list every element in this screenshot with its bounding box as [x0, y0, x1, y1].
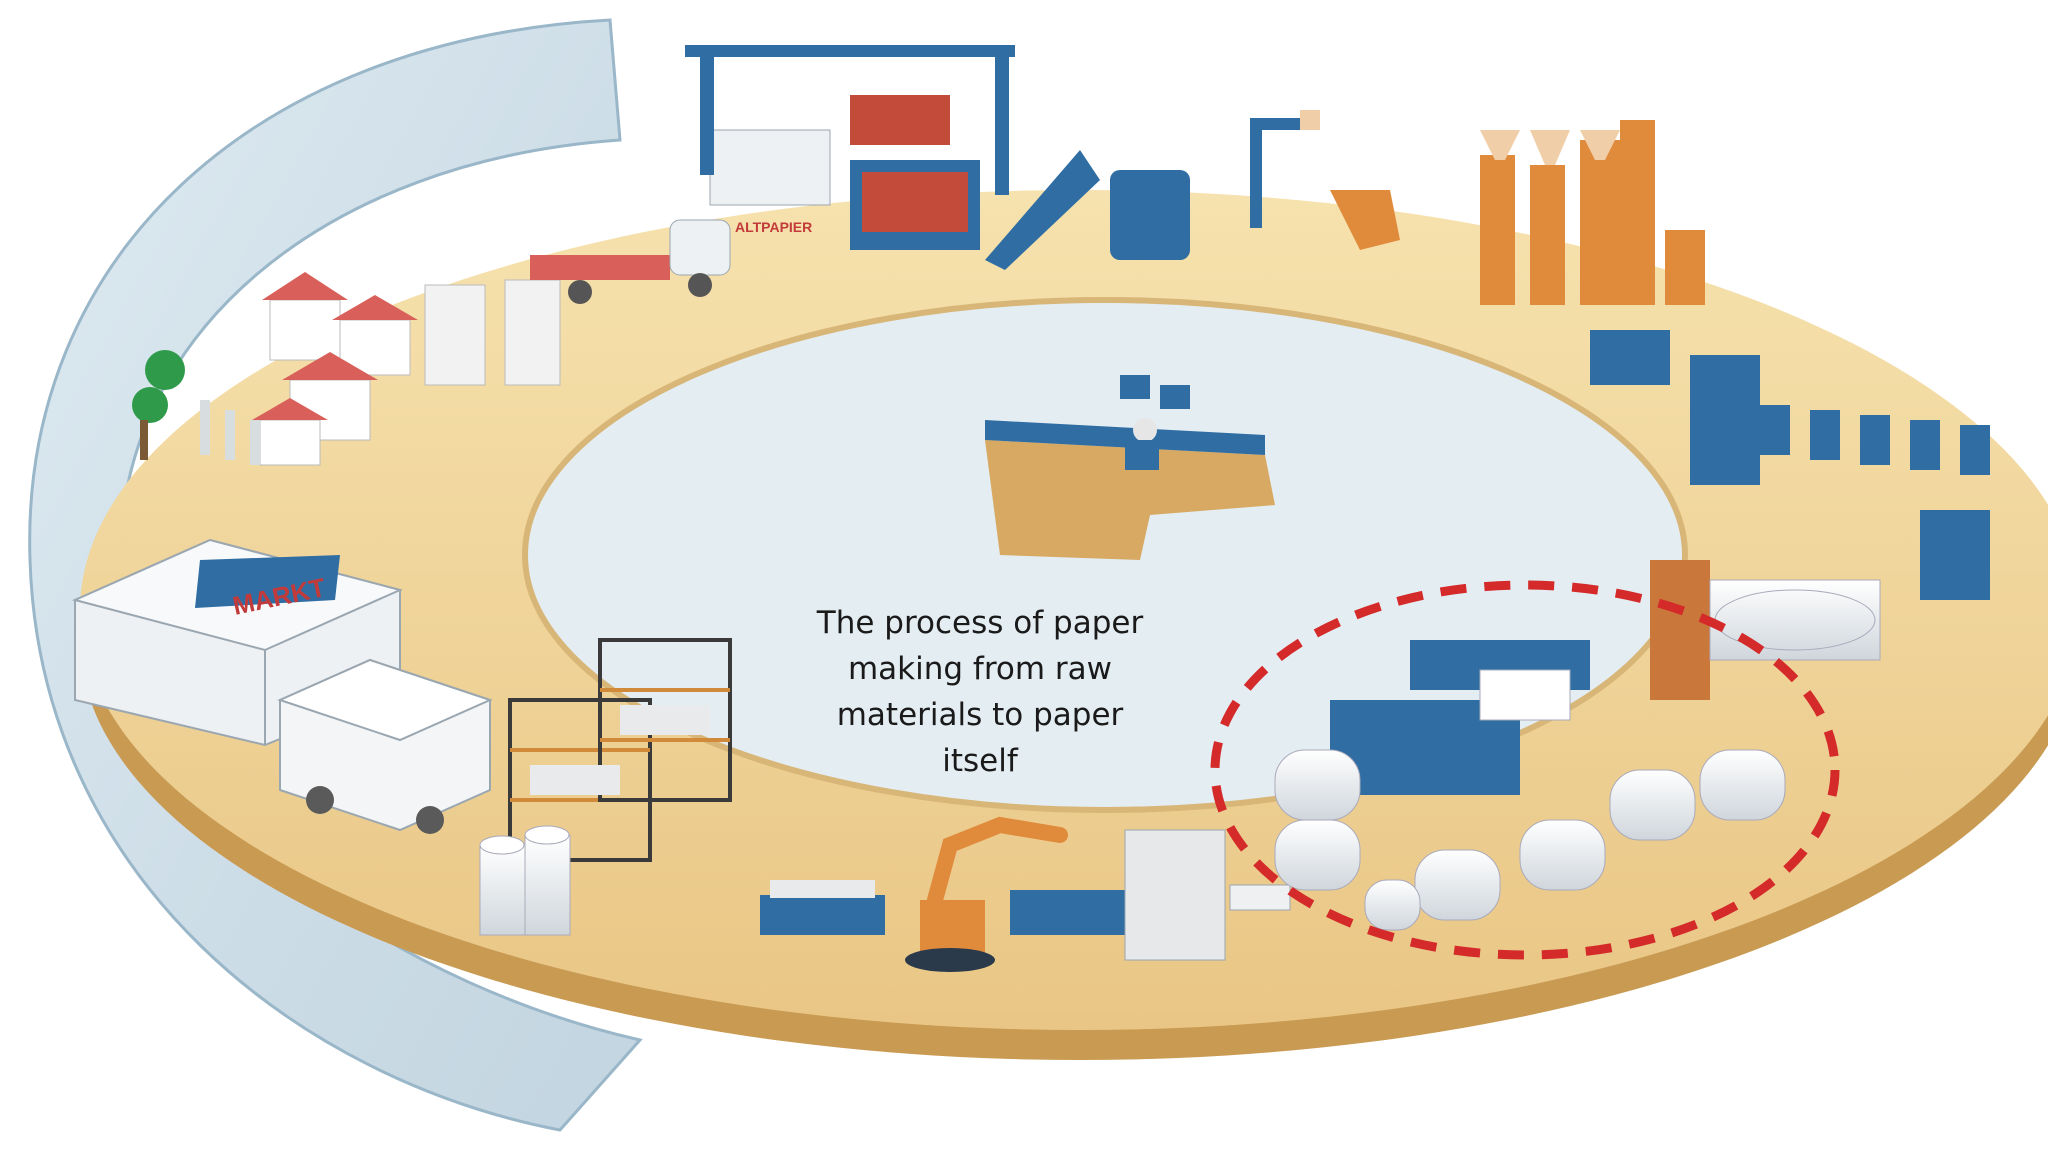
recycling-sign: ALTPAPIER [735, 219, 812, 235]
winder-section [1274, 640, 1786, 931]
highlight-dashed-circle [1210, 580, 1840, 960]
caption-line: itself [942, 743, 1018, 779]
packaging-line [760, 816, 1291, 972]
town-houses [132, 272, 561, 466]
paper-reels-left [479, 825, 571, 936]
bale-crane [685, 45, 1015, 250]
caption-line: The process of paper [816, 605, 1144, 641]
press-section [1590, 330, 1990, 600]
stock-tanks [1480, 120, 1705, 305]
control-desk [985, 375, 1275, 560]
diagram-caption: The process of paper making from raw mat… [790, 600, 1170, 784]
delivery-truck [277, 658, 493, 834]
storage-racks [508, 638, 732, 862]
caption-line: materials to paper [836, 697, 1124, 733]
caption-line: making from raw [847, 651, 1113, 687]
recycling-truck: ALTPAPIER [530, 129, 831, 304]
dryer-rolls [1650, 560, 1881, 700]
pulping-machinery [985, 110, 1400, 270]
